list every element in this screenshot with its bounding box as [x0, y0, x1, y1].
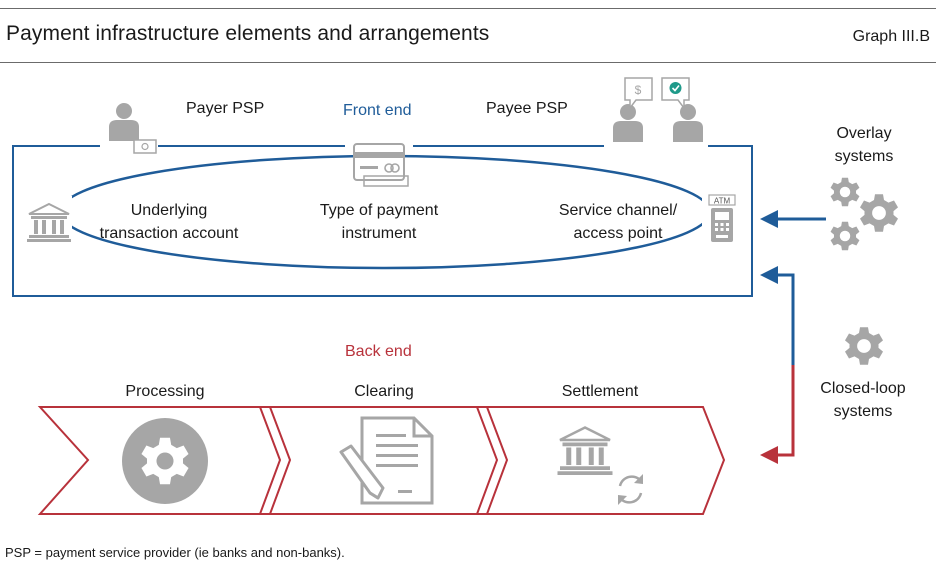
payee-person-icon — [613, 104, 643, 142]
header-rule — [0, 62, 936, 63]
processing-label: Processing — [125, 383, 205, 400]
overlay-arrow — [760, 210, 778, 228]
page-title: Payment infrastructure elements and arra… — [6, 22, 490, 45]
clearing-label: Clearing — [354, 383, 414, 400]
svg-text:$: $ — [635, 83, 642, 97]
payee-person-icon — [673, 104, 703, 142]
closed-loop-systems-label: Closed-loop systems — [820, 380, 906, 420]
atm-icon: ATM — [708, 194, 736, 242]
top-rule — [0, 8, 936, 9]
underlying-account-label: Underlying transaction account — [99, 202, 239, 242]
closed-loop-connector-blue — [774, 273, 795, 365]
bank-icon — [556, 426, 614, 477]
svg-text:ATM: ATM — [714, 197, 731, 206]
settlement-chevron — [475, 406, 726, 515]
settlement-label: Settlement — [561, 383, 639, 400]
gear-icon — [860, 194, 898, 232]
speech-bubble-icon — [661, 77, 690, 111]
document-pen-icon — [339, 416, 434, 505]
payer-psp-label: Payer PSP — [186, 100, 265, 117]
gear-icon — [845, 327, 883, 365]
front-end-label: Front end — [343, 102, 412, 119]
payment-instrument-label: Type of payment instrument — [319, 202, 439, 242]
banknote-icon — [133, 139, 157, 154]
service-channel-label: Service channel/ access point — [558, 202, 678, 242]
gear-icon — [830, 221, 860, 251]
speech-bubble-icon: $ — [624, 77, 653, 111]
closed-loop-connector-red — [774, 365, 795, 457]
payee-psp-label: Payee PSP — [486, 100, 568, 117]
processing-gear-icon — [122, 418, 208, 504]
gear-icon — [830, 177, 860, 207]
footnote: PSP = payment service provider (ie banks… — [5, 545, 345, 560]
payer-person-icon — [109, 103, 139, 141]
graph-id: Graph III.B — [852, 28, 930, 45]
overlay-systems-label: Overlay systems — [834, 125, 894, 165]
back-end-label: Back end — [345, 343, 412, 360]
credit-card-icon — [353, 143, 409, 187]
refresh-icon — [618, 474, 643, 505]
